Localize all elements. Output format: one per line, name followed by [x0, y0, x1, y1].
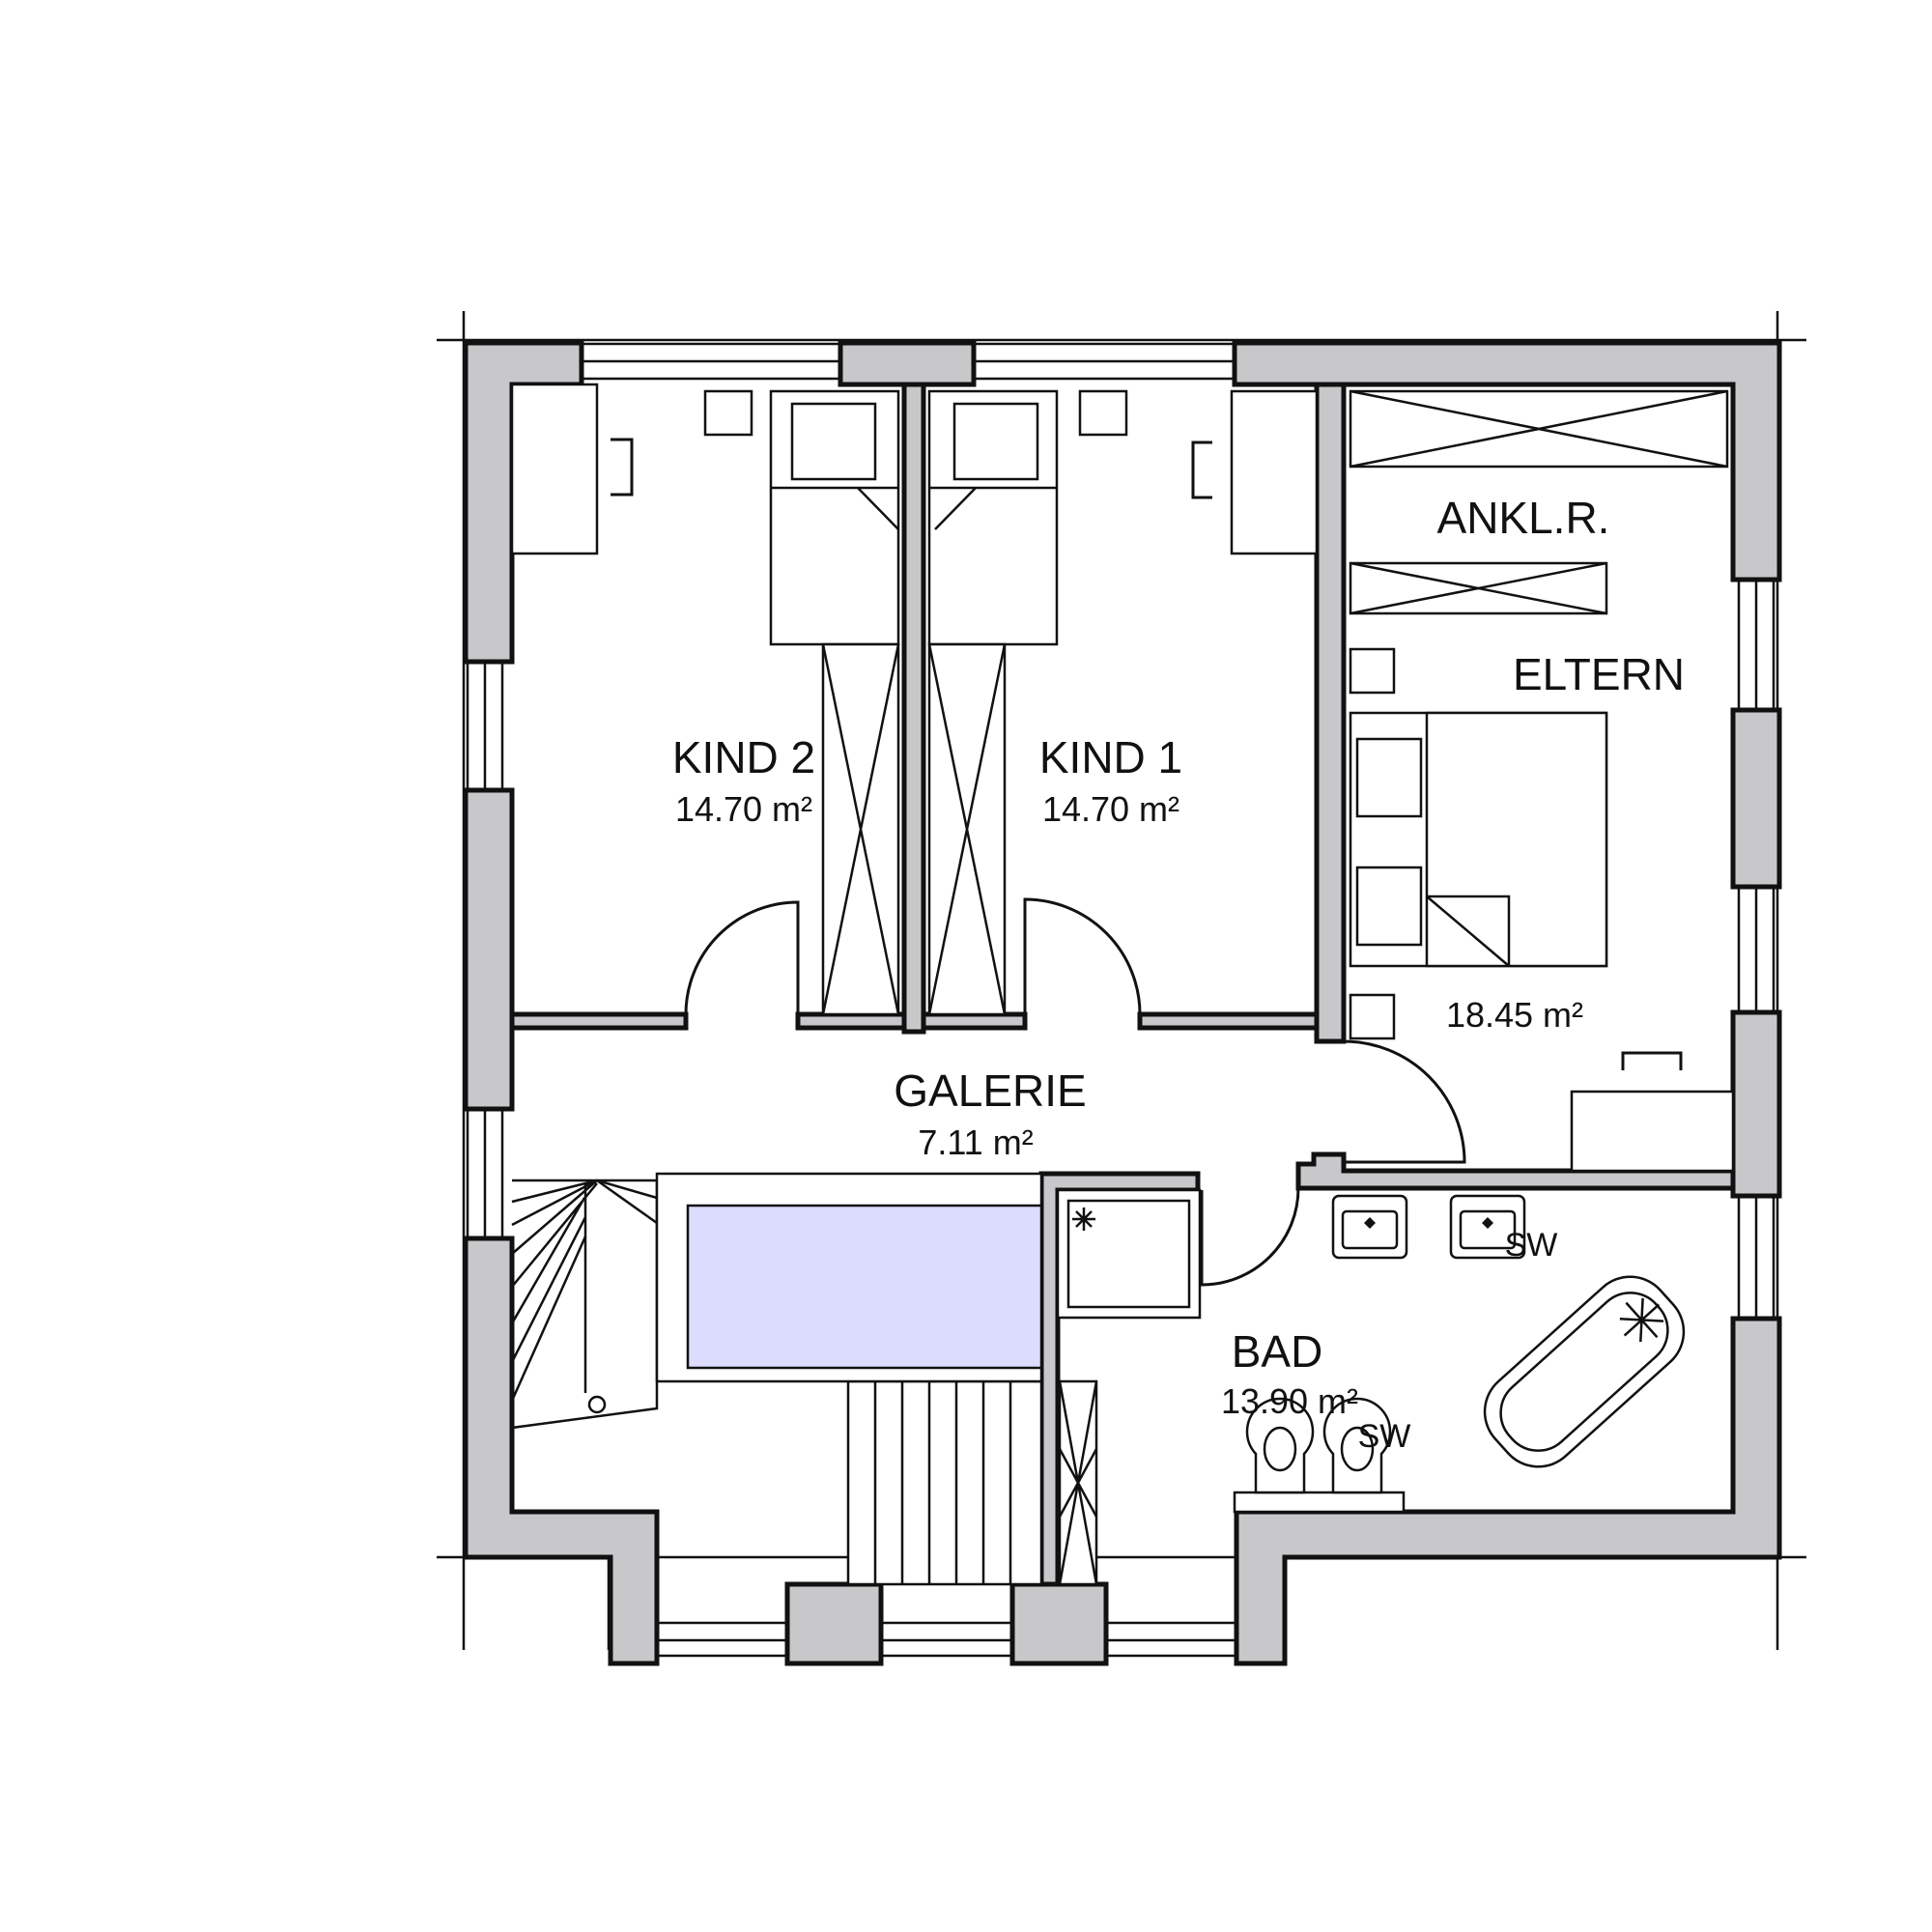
wall-kind1-bottom-b — [1137, 1011, 1320, 1031]
doors — [684, 897, 1466, 1287]
straight-stair — [846, 1379, 1043, 1586]
sw-marker-wc: SW — [1358, 1418, 1411, 1455]
room-name-kind1: KIND 1 — [1039, 732, 1182, 782]
labels: KIND 2 14.70 m² KIND 1 14.70 m² ANKL.R. … — [672, 493, 1685, 1455]
wc-bench — [1233, 1491, 1406, 1514]
wall-bottom-pier-1 — [784, 1581, 884, 1666]
eltern-pillow-2 — [1355, 866, 1423, 947]
kind1-chair — [1191, 440, 1212, 499]
wall-left-middle — [463, 787, 515, 1112]
wall-kind2-bottom-a — [509, 1011, 689, 1031]
room-area-kind1: 14.70 m² — [1042, 789, 1179, 829]
room-name-eltern: ELTERN — [1513, 649, 1685, 699]
room-name-kind2: KIND 2 — [672, 732, 815, 782]
sw-marker-sink: SW — [1505, 1227, 1558, 1264]
interior-walls — [509, 382, 1736, 1587]
toilet-1 — [1245, 1397, 1315, 1494]
eltern-shelf — [1349, 647, 1396, 695]
kind2-chair — [611, 438, 634, 497]
shower-drain — [1072, 1208, 1095, 1231]
gallery-void — [686, 1204, 1043, 1370]
room-area-kind2: 14.70 m² — [675, 789, 812, 829]
stair-start-mark — [587, 1395, 607, 1414]
windows — [466, 342, 1776, 1658]
outer-walls — [463, 340, 1782, 1666]
room-name-galerie: GALERIE — [894, 1065, 1086, 1116]
door-kind1 — [1023, 897, 1142, 1015]
wall-kind1-bottom-a — [921, 1011, 1028, 1031]
room-area-bad: 13.90 m² — [1221, 1381, 1358, 1421]
kind2-bed-cover — [771, 486, 899, 530]
room-name-bad: BAD — [1232, 1326, 1323, 1377]
kind1-pillow — [952, 402, 1039, 481]
wall-bottom-left — [463, 1236, 660, 1666]
eltern-bed — [1425, 711, 1608, 968]
kind1-furniture — [927, 389, 1319, 1016]
wall-kind1-eltern — [1314, 382, 1347, 1044]
door-eltern — [1343, 1039, 1466, 1164]
wall-right-pier-2 — [1730, 1009, 1782, 1199]
eltern-dresser — [1570, 1090, 1735, 1173]
eltern-pillow-1 — [1355, 737, 1423, 818]
eltern-furniture — [1349, 389, 1735, 1173]
eltern-stool — [1621, 1051, 1683, 1070]
bad-fixtures — [1056, 1188, 1686, 1586]
toilet-2 — [1322, 1397, 1392, 1494]
room-name-ankl: ANKL.R. — [1437, 493, 1610, 543]
kind1-bed-cover — [929, 486, 1057, 530]
room-area-galerie: 7.11 m² — [918, 1122, 1033, 1162]
kind2-desk — [510, 383, 599, 555]
kind2-furniture — [510, 383, 900, 1016]
wall-kind-divider — [901, 382, 926, 1035]
wall-kind2-bottom-b — [795, 1011, 907, 1031]
eltern-nightstand — [1349, 993, 1396, 1040]
wall-top-middle — [838, 340, 977, 387]
door-bad — [1200, 1187, 1300, 1287]
kind1-nightstand — [1078, 389, 1128, 437]
kind2-pillow — [790, 402, 877, 481]
kind2-nightstand — [703, 389, 753, 437]
stair-treads — [510, 1179, 658, 1402]
wall-bottom-right — [1234, 1316, 1782, 1666]
wall-top-right — [1232, 340, 1782, 582]
kind1-desk — [1230, 389, 1319, 555]
wall-bottom-pier-2 — [1009, 1581, 1109, 1666]
wall-eltern-bad — [1295, 1151, 1736, 1191]
bathtub — [1483, 1275, 1686, 1468]
door-kind2 — [684, 900, 800, 1015]
wall-right-pier-1 — [1730, 707, 1782, 890]
stairs — [510, 1172, 1043, 1586]
room-area-eltern: 18.45 m² — [1446, 995, 1583, 1035]
